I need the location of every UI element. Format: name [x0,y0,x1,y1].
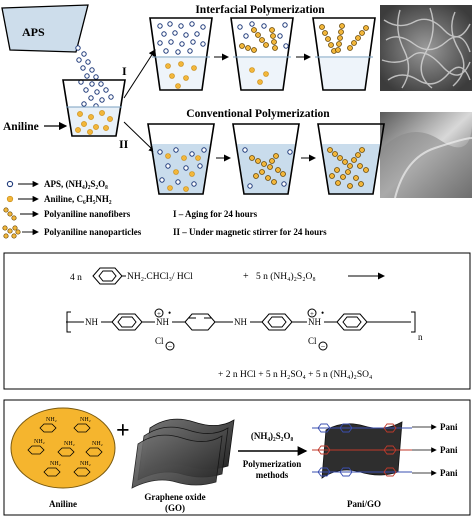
title-conventional: Conventional Polymerization [186,108,330,120]
reactant-1: NH₂.CHCl₃/ HCl [127,272,193,282]
pani-go-composite [312,421,412,479]
sem-image-nanofibers [380,5,472,91]
polymer-structure [66,308,416,351]
main-beaker [62,79,126,137]
interfacial-beaker-3 [312,17,376,91]
nh2-4: NH₂ [64,441,75,447]
nh2-3: NH₂ [34,439,45,445]
route-1-arrow [123,49,156,99]
legend-route-1: I – Aging for 24 hours [173,209,258,219]
graphene-label-2: (GO) [165,503,185,513]
benzene-ring-reactant [92,267,123,285]
route-2-arrow [123,121,156,153]
nh-3: NH [234,317,247,327]
nh2-6: NH₂ [50,461,61,467]
reaction-panel [3,252,471,390]
nh2-5: NH₂ [92,441,103,447]
route-1-label: I [122,64,127,78]
sem-image-nanoparticles [380,112,473,199]
bottom-aniline-label: Aniline [49,499,77,509]
method-label-2: methods [256,470,289,480]
legend-aps: APS, (NH₄)₂S₂O₈ [44,179,108,189]
pani-label-2: Pani [440,445,458,455]
aps-container [1,4,89,53]
legend-nanoparticles: Polyaniline nanoparticles [44,227,142,237]
aps-label: APS [22,25,45,39]
conventional-beaker-3 [317,123,385,195]
reactant-2: 5 n (NH₄)₂S₂O₈ [256,271,316,282]
aniline-blob [10,407,116,489]
route-2-label: II [119,137,129,151]
charge-minus-1: − [168,342,173,351]
title-interfacial: Interfacial Polymerization [195,4,325,16]
pani-label-3: Pani [440,468,458,478]
method-label-1: Polymerization [243,459,301,469]
charge-plus-2: + [310,310,314,318]
bottom-plus: + [116,418,130,444]
conventional-beaker-1 [147,123,215,195]
composite-panel [3,399,471,516]
graphene-label-1: Graphene oxide [144,492,205,502]
coef-4n: 4 n [70,273,82,283]
radical-dot-2: • [321,308,324,318]
nh2-2: NH₂ [80,417,91,423]
legend-nanofibers: Polyaniline nanofibers [44,209,131,219]
nh-2: NH [156,317,169,327]
interfacial-beaker-1 [149,17,213,91]
nh-4: NH [308,317,321,327]
nh2-1: NH₂ [46,417,57,423]
products: + 2 n HCl + 5 n H₂SO₄ + 5 n (NH₄)₂SO₄ [218,369,372,380]
bottom-reagent: (NH₄)₂S₂O₈ [251,431,294,441]
charge-minus-2: − [321,342,326,351]
product-label: Pani/GO [347,499,381,509]
repeat-unit-n: n [418,332,423,342]
falling-aps-dots [75,45,114,109]
legend: APS, (NH₄)₂S₂O₈ Aniline, C₆H₅NH₂ Polyani… [2,179,327,239]
conventional-beaker-2 [232,123,300,195]
charge-plus-1: + [157,310,161,318]
legend-aniline: Aniline, C₆H₅NH₂ [44,194,112,204]
plus-1: + [243,271,249,282]
chloride-1: Cl [155,336,164,346]
legend-route-2: II – Under magnetic stirrer for 24 hours [173,227,327,237]
nh2-7: NH₂ [80,461,91,467]
aniline-label: Aniline [3,121,39,133]
pani-label-1: Pani [440,422,458,432]
radical-dot-1: • [168,308,171,318]
nh-1: NH [85,317,98,327]
graphene-oxide-sheets [131,418,235,489]
interfacial-beaker-2 [230,17,294,91]
chloride-2: Cl [308,336,317,346]
